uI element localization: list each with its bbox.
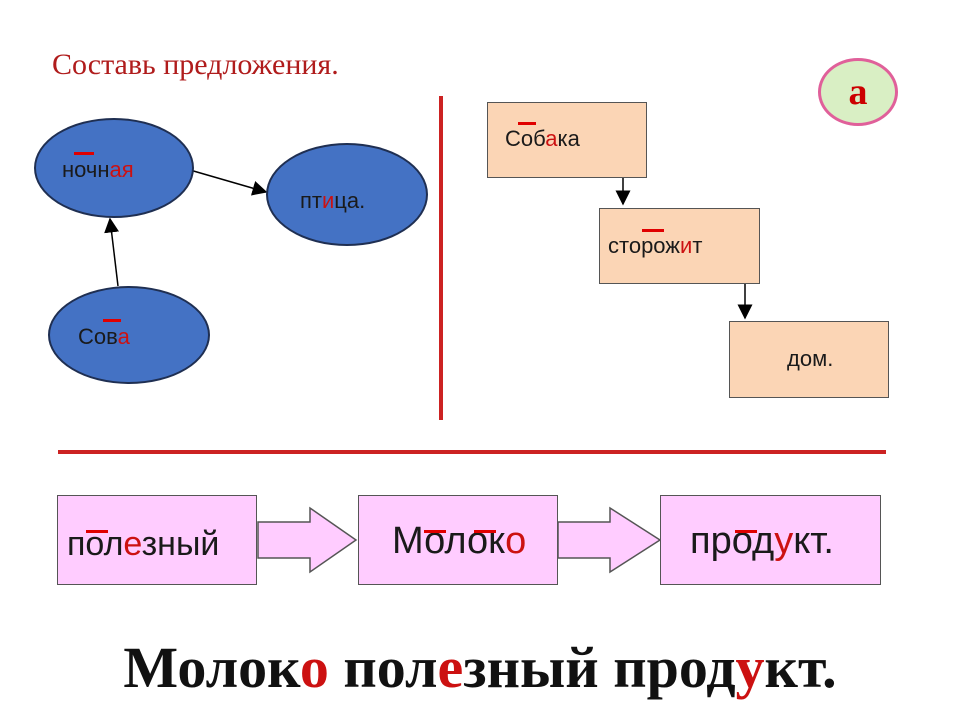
- block-arrow-1: [257, 506, 358, 574]
- oval-node-3-label: Сова: [78, 324, 130, 349]
- bottom-box-1: [57, 495, 257, 585]
- oval-node-1: [34, 118, 194, 218]
- page-title: Составь предложения.: [52, 48, 339, 81]
- oval-node-2-label: птица.: [300, 188, 366, 213]
- bottom-box-2: [358, 495, 558, 585]
- block-arrow-2: [557, 506, 662, 574]
- stress-mark: [103, 319, 121, 322]
- stress-mark: [74, 152, 94, 155]
- stress-mark: [518, 122, 536, 125]
- oval-node-2: [266, 143, 428, 246]
- stress-mark: [424, 530, 446, 533]
- bottom-box-3: [660, 495, 881, 585]
- answer-sentence: Молоко полезный продукт.: [123, 635, 837, 700]
- arrow-node1-to-node2: [189, 169, 268, 196]
- arrow-node3-to-node1: [104, 217, 120, 287]
- stress-mark: [86, 530, 108, 533]
- box-word-2-label: сторожит: [608, 233, 703, 258]
- stress-mark: [735, 530, 757, 533]
- stress-mark: [474, 530, 496, 533]
- oval-node-3: [48, 286, 210, 384]
- bottom-box-2-label: Молоко: [392, 520, 527, 562]
- oval-node-1-label: ночная: [62, 157, 134, 182]
- bottom-box-1-label: полезный: [67, 525, 220, 563]
- box-word-3: [729, 321, 889, 398]
- variant-badge: а: [818, 58, 898, 126]
- box-word-3-label: дом.: [787, 346, 834, 371]
- box-word-1: [487, 102, 647, 178]
- stress-mark: [642, 229, 664, 232]
- box-word-2: [599, 208, 760, 284]
- box-word-1-label: Собака: [505, 126, 580, 151]
- bottom-box-3-label: продукт.: [690, 520, 834, 562]
